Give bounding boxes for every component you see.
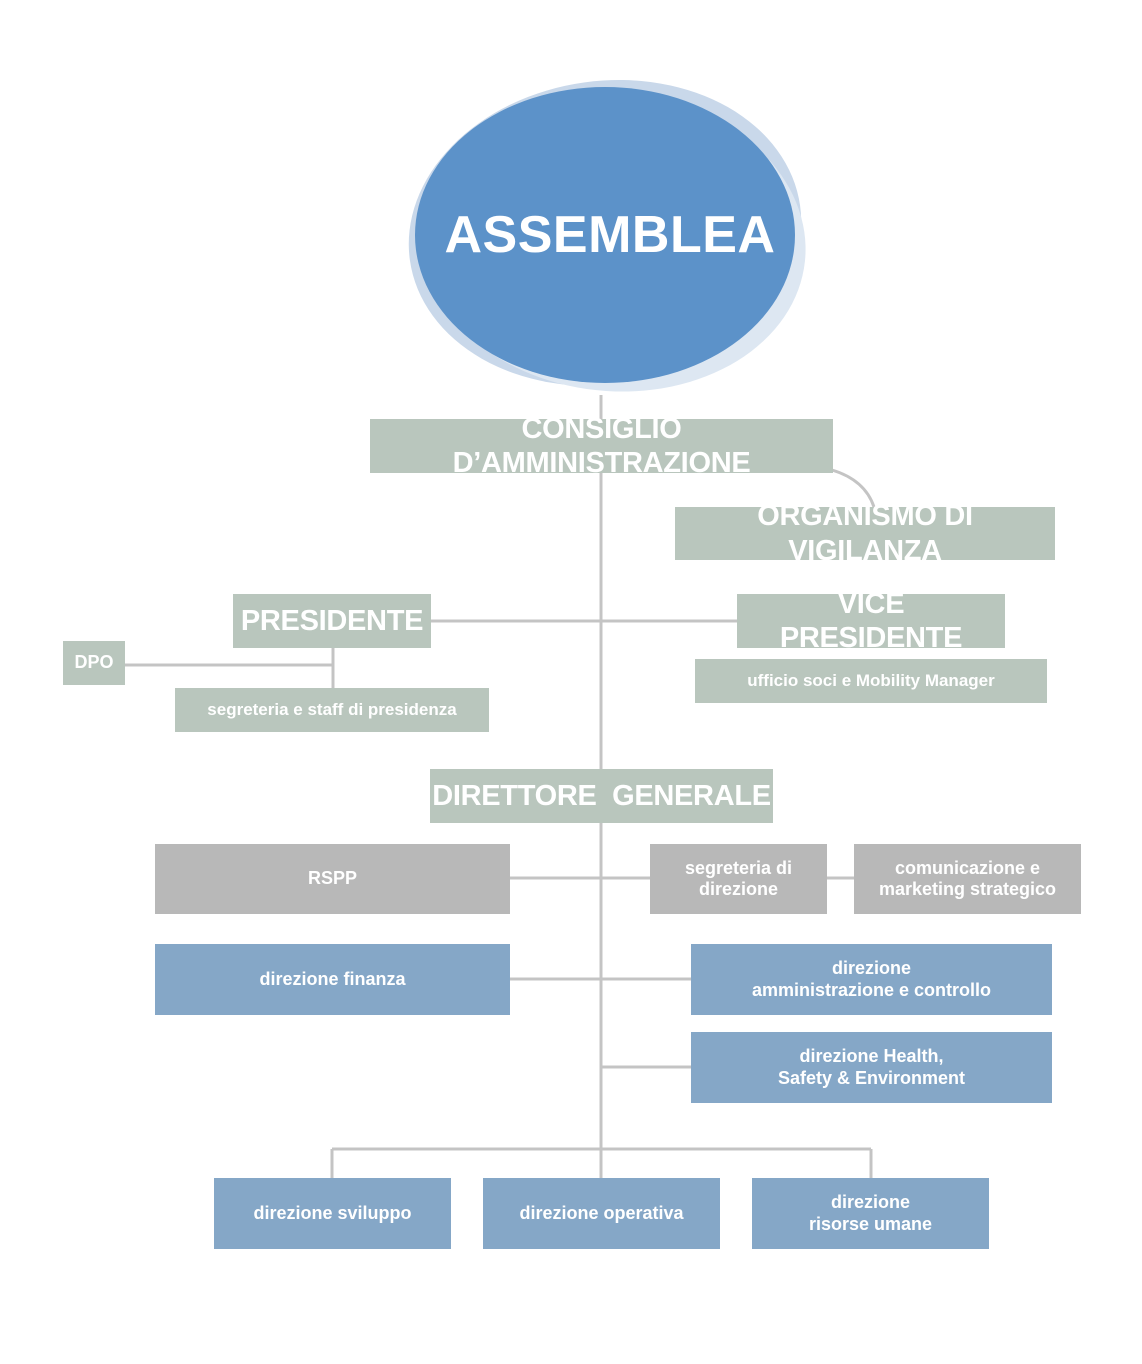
consiglio-label: CONSIGLIO D’AMMINISTRAZIONE — [452, 412, 751, 479]
consiglio-box: CONSIGLIO D’AMMINISTRAZIONE — [370, 413, 833, 479]
vice-presidente-box: VICE PRESIDENTE — [737, 588, 1005, 654]
assemblea-ellipse-shape — [408, 80, 806, 392]
direttore-generale-box: DIRETTORE GENERALE — [430, 769, 773, 823]
rspp-box: RSPP — [155, 844, 510, 914]
direzione-risorse-umane-box: direzione risorse umane — [752, 1178, 989, 1249]
rspp-label: RSPP — [307, 868, 358, 889]
presidente-box: PRESIDENTE — [233, 594, 431, 648]
direzione-risorse-umane-line-1: direzione — [830, 1192, 910, 1213]
presidente-label: PRESIDENTE — [240, 604, 424, 637]
segreteria-direzione-box: segreteria di direzione — [650, 844, 827, 914]
direzione-amministrazione-line-2: amministrazione e controllo — [751, 979, 992, 1000]
direzione-risorse-umane-line-2: risorse umane — [808, 1213, 933, 1234]
segreteria-direzione-line-1: segreteria di — [684, 857, 793, 878]
direttore-generale-label: DIRETTORE GENERALE — [432, 779, 771, 812]
organismo-label: ORGANISMO DI VIGILANZA — [757, 500, 973, 567]
segreteria-staff-box: segreteria e staff di presidenza — [175, 688, 489, 732]
organismo-box: ORGANISMO DI VIGILANZA — [675, 500, 1055, 567]
direzione-sviluppo-box: direzione sviluppo — [214, 1178, 451, 1249]
ufficio-soci-label: ufficio soci e Mobility Manager — [747, 670, 995, 690]
dpo-label: DPO — [74, 652, 114, 673]
segreteria-direzione-line-2: direzione — [698, 879, 778, 899]
direzione-hse-line-1: direzione Health, — [799, 1046, 944, 1067]
direzione-operativa-label: direzione operativa — [519, 1202, 684, 1223]
direzione-sviluppo-label: direzione sviluppo — [253, 1202, 412, 1223]
vice-presidente-label: VICE PRESIDENTE — [779, 587, 963, 654]
direzione-hse-line-2: Safety & Environment — [777, 1067, 966, 1088]
direzione-amministrazione-line-1: direzione — [831, 958, 911, 979]
dpo-box: DPO — [63, 641, 125, 685]
ufficio-soci-box: ufficio soci e Mobility Manager — [695, 659, 1047, 703]
direzione-amministrazione-box: direzione amministrazione e controllo — [691, 944, 1052, 1015]
comunicazione-line-2: marketing strategico — [878, 879, 1057, 899]
direzione-finanza-box: direzione finanza — [155, 944, 510, 1015]
segreteria-staff-label: segreteria e staff di presidenza — [207, 699, 457, 719]
direzione-operativa-box: direzione operativa — [483, 1178, 720, 1249]
assemblea-label: ASSEMBLEA — [444, 206, 776, 264]
assemblea-ellipse: ASSEMBLEA — [400, 65, 820, 405]
direzione-hse-box: direzione Health, Safety & Environment — [691, 1032, 1052, 1103]
direzione-finanza-label: direzione finanza — [259, 968, 406, 989]
comunicazione-box: comunicazione e marketing strategico — [854, 844, 1081, 914]
comunicazione-line-1: comunicazione e — [894, 857, 1041, 878]
